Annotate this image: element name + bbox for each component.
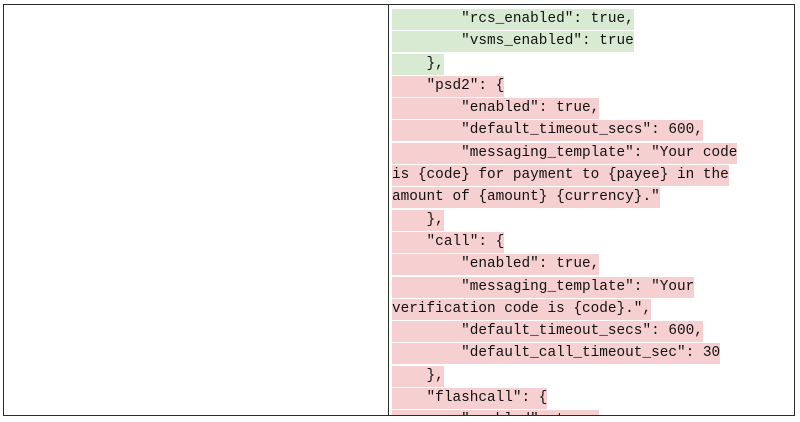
code-line: "messaging_template": "Your code	[392, 142, 794, 164]
code-line: },	[392, 53, 794, 75]
code-line-text: amount of {amount} {currency}."	[392, 187, 660, 209]
code-line-text: verification code is {code}.",	[392, 298, 652, 320]
code-line: },	[392, 209, 794, 231]
table-cell-right-code[interactable]: "rcs_enabled": true, "vsms_enabled": tru…	[389, 5, 794, 415]
code-line-text: "enabled": true,	[392, 254, 600, 276]
code-line: "call": {	[392, 231, 794, 253]
code-line-text: "default_call_timeout_sec": 30	[392, 343, 721, 365]
code-line-text: },	[392, 209, 444, 231]
code-line-text: },	[392, 365, 444, 387]
code-line: verification code is {code}.",	[392, 298, 794, 320]
code-line-text: "vsms_enabled": true	[392, 31, 634, 53]
code-line-text: "messaging_template": "Your	[392, 276, 695, 298]
code-line-text: "enabled": true,	[392, 98, 600, 120]
code-line: "psd2": {	[392, 75, 794, 97]
code-line-text: "enabled": true,	[392, 410, 600, 415]
code-line-text: "rcs_enabled": true,	[392, 9, 634, 30]
code-line: "default_timeout_secs": 600,	[392, 320, 794, 343]
code-line: "default_timeout_secs": 600,	[392, 119, 794, 142]
code-line-text: },	[392, 53, 444, 75]
code-line: is {code} for payment to {payee} in the	[392, 164, 794, 187]
code-line-text: is {code} for payment to {payee} in the	[392, 165, 729, 187]
code-line-text: "default_timeout_secs": 600,	[392, 120, 703, 142]
table-cell-left-empty[interactable]	[4, 5, 389, 415]
code-line: "default_call_timeout_sec": 30	[392, 342, 794, 365]
code-line: "enabled": true,	[392, 97, 794, 120]
code-line: },	[392, 365, 794, 387]
code-line: "vsms_enabled": true	[392, 30, 794, 53]
code-line: "enabled": true,	[392, 409, 794, 415]
code-line: "messaging_template": "Your	[392, 276, 794, 298]
json-code-block[interactable]: "rcs_enabled": true, "vsms_enabled": tru…	[392, 8, 794, 415]
code-line: "enabled": true,	[392, 253, 794, 276]
code-line: "rcs_enabled": true,	[392, 8, 794, 30]
code-line-text: "messaging_template": "Your code	[392, 142, 738, 164]
code-line-text: "flashcall": {	[392, 388, 548, 410]
code-line-text: "psd2": {	[392, 75, 505, 97]
code-line-text: "call": {	[392, 231, 505, 253]
code-line-text: "default_timeout_secs": 600,	[392, 321, 703, 343]
code-line: amount of {amount} {currency}."	[392, 186, 794, 209]
code-line: "flashcall": {	[392, 387, 794, 410]
content-table: "rcs_enabled": true, "vsms_enabled": tru…	[3, 4, 795, 416]
